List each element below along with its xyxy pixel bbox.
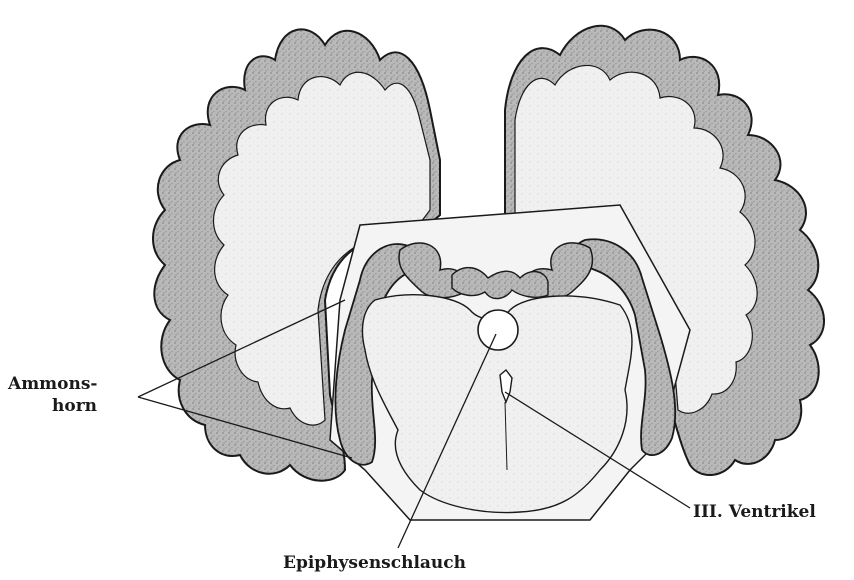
ammonshorn-label-line1: Ammons- (8, 374, 98, 394)
ammonshorn-label-line2: horn (52, 396, 97, 416)
epiphyse-body (478, 310, 518, 350)
epiphysenschlauch-label: Epiphysenschlauch (283, 553, 466, 573)
central-bridge (452, 268, 548, 299)
third-ventricle-label: III. Ventrikel (693, 502, 816, 522)
